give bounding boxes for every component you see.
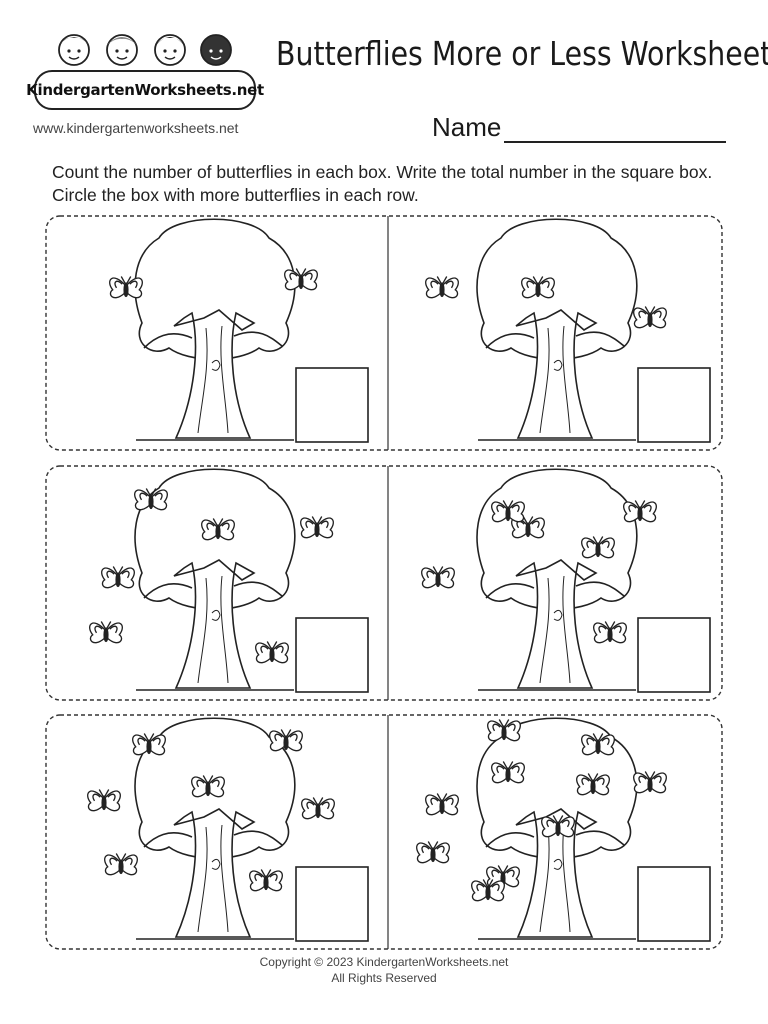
answer-box[interactable] <box>637 617 711 693</box>
butterfly-icon <box>425 793 459 816</box>
tree-icon <box>476 218 638 441</box>
kids-faces-icon <box>58 34 232 66</box>
left-panel[interactable] <box>89 468 369 693</box>
butterfly-icon <box>191 775 225 798</box>
butterfly-icon <box>301 797 335 820</box>
rights-text: All Rights Reserved <box>331 971 437 985</box>
left-panel[interactable] <box>87 717 369 942</box>
butterfly-icon <box>421 566 455 589</box>
right-panel[interactable] <box>416 717 711 942</box>
butterfly-icon <box>101 566 135 589</box>
butterfly-icon <box>541 815 575 838</box>
right-panel[interactable] <box>425 218 711 443</box>
butterfly-icon <box>416 841 450 864</box>
site-logo: KindergartenWorksheets.net <box>26 26 264 116</box>
instructions: Count the number of butterflies in each … <box>52 162 713 205</box>
butterfly-icon <box>300 516 334 539</box>
tree-icon <box>134 468 296 691</box>
website-url[interactable]: www.kindergartenworksheets.net <box>33 120 239 136</box>
butterfly-icon <box>132 733 166 756</box>
butterfly-icon <box>201 518 235 541</box>
worksheet-row <box>45 465 723 701</box>
butterfly-icon <box>581 536 615 559</box>
answer-box[interactable] <box>295 367 369 443</box>
worksheet-row <box>45 714 723 950</box>
name-label: Name <box>432 112 502 142</box>
butterfly-icon <box>249 869 283 892</box>
butterfly-icon <box>581 733 615 756</box>
butterfly-icon <box>521 276 555 299</box>
butterfly-icon <box>491 500 525 523</box>
butterfly-icon <box>255 641 289 664</box>
row-border[interactable] <box>45 714 723 950</box>
butterfly-icon <box>425 276 459 299</box>
butterfly-icon <box>633 306 667 329</box>
tree-icon <box>134 218 296 441</box>
row-border[interactable] <box>45 215 723 451</box>
left-panel[interactable] <box>109 218 369 443</box>
logo-text: KindergartenWorksheets.net <box>26 70 264 110</box>
name-line[interactable] <box>504 115 727 143</box>
row-border[interactable] <box>45 465 723 701</box>
butterfly-icon <box>109 276 143 299</box>
butterfly-icon <box>593 621 627 644</box>
butterfly-icon <box>284 268 318 291</box>
tree-icon <box>134 717 296 940</box>
copyright-text: Copyright © 2023 KindergartenWorksheets.… <box>259 955 509 969</box>
answer-box[interactable] <box>295 617 369 693</box>
butterfly-icon <box>576 773 610 796</box>
right-panel[interactable] <box>421 468 711 693</box>
butterfly-icon <box>511 516 545 539</box>
butterfly-icon <box>104 853 138 876</box>
name-field[interactable]: Name <box>432 112 727 143</box>
butterfly-icon <box>134 488 168 511</box>
answer-box[interactable] <box>295 866 369 942</box>
butterfly-icon <box>87 789 121 812</box>
page-title: Butterflies More or Less Worksheet <box>276 34 768 73</box>
answer-box[interactable] <box>637 866 711 942</box>
butterfly-icon <box>471 879 505 902</box>
butterfly-icon <box>633 771 667 794</box>
tree-icon <box>476 468 638 691</box>
butterfly-icon <box>89 621 123 644</box>
butterfly-icon <box>491 761 525 784</box>
butterfly-icon <box>487 719 521 742</box>
worksheet-row <box>45 215 723 451</box>
butterfly-icon <box>623 500 657 523</box>
butterfly-icon <box>269 729 303 752</box>
answer-box[interactable] <box>637 367 711 443</box>
